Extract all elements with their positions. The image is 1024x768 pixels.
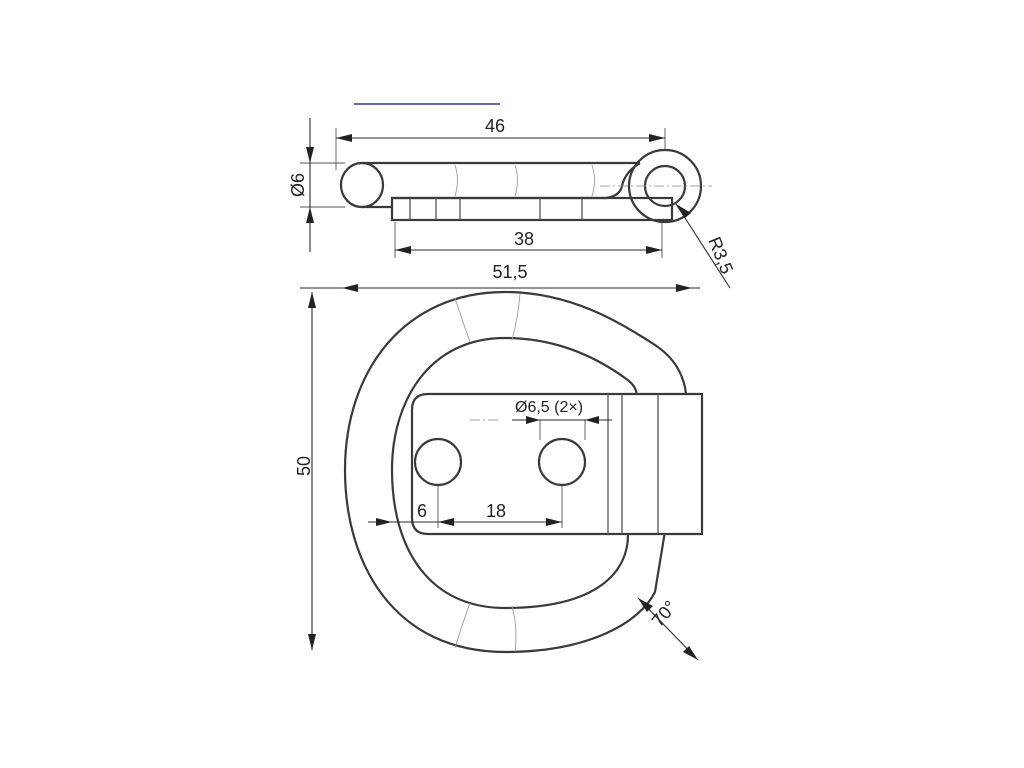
- dim-hole-spacing-label: 18: [486, 501, 506, 521]
- dim-overall-height-label: 50: [294, 456, 314, 476]
- ring-inner: [390, 336, 638, 610]
- hole-left: [413, 437, 463, 487]
- dim-overall-width: 51,5: [300, 262, 700, 292]
- rod-outline: [362, 161, 640, 209]
- dim-plate-length: 38: [394, 222, 663, 258]
- dim-top-length: 46: [335, 116, 666, 170]
- dim-hole-edge-offset-label: 6: [417, 501, 427, 521]
- rod-end: [339, 161, 385, 209]
- dim-hole-offsets: 6 18: [368, 486, 563, 528]
- dim-overall-width-label: 51,5: [492, 262, 527, 282]
- top-view: [343, 290, 704, 654]
- side-view: [339, 148, 712, 224]
- dim-bend-radius: R3,5: [675, 203, 737, 289]
- rod-hatch: [454, 164, 595, 197]
- plate-dividers: [409, 198, 583, 220]
- top-plate: [410, 392, 704, 536]
- dim-overall-height: 50: [294, 292, 316, 650]
- ring-hatch: [454, 293, 521, 653]
- dim-pin-diameter-label: Ø6: [288, 173, 308, 197]
- dim-angle: 70°: [637, 597, 699, 661]
- dim-plate-length-label: 38: [514, 229, 534, 249]
- dim-hole-diameter: Ø6,5 (2×): [512, 399, 612, 440]
- dim-hole-diameter-label: Ø6,5 (2×): [515, 399, 583, 416]
- dim-top-length-label: 46: [485, 116, 505, 136]
- ring-outer: [343, 290, 688, 654]
- side-plate: [390, 196, 674, 222]
- dim-pin-diameter: Ø6: [288, 118, 345, 252]
- plate-fold-lines: [607, 394, 659, 534]
- dim-angle-label: 70°: [648, 597, 681, 631]
- hole-right: [537, 437, 587, 487]
